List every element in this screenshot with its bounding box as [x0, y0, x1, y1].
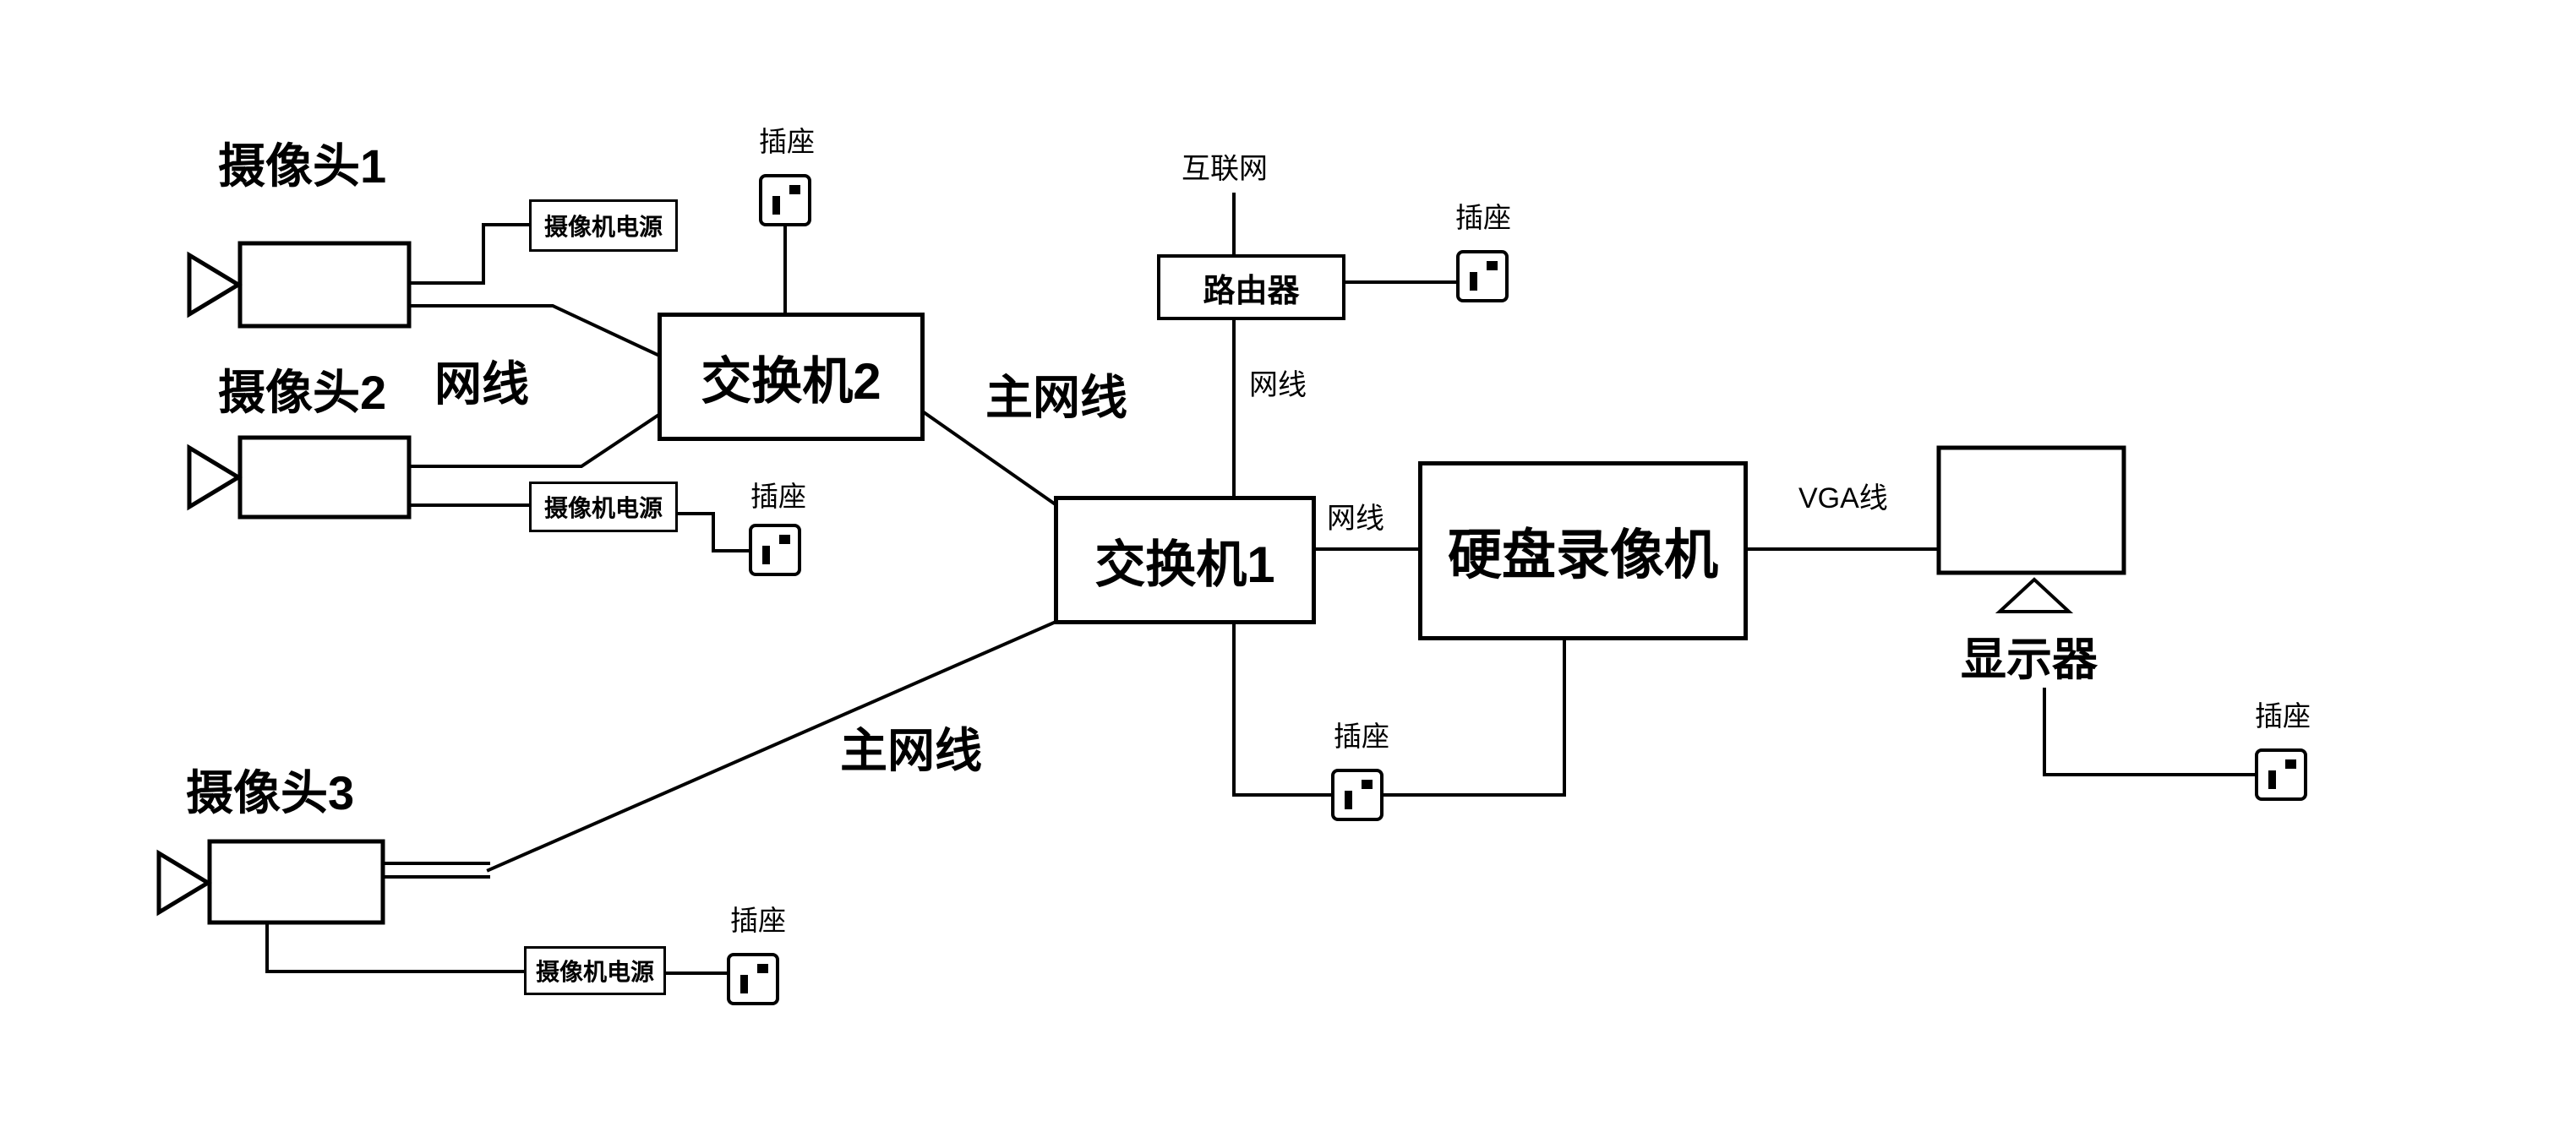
line-switch1-to-camera3	[486, 620, 1056, 873]
outlet6-label: 插座	[730, 905, 786, 936]
camera2-lens-icon	[187, 444, 243, 511]
camera3-title: 摄像头3	[186, 766, 355, 819]
vga-cable-label: VGA线	[1798, 482, 1888, 514]
main-net-cable-label-2: 主网线	[840, 724, 982, 777]
monitor-icon	[1936, 445, 2126, 613]
outlet4-icon	[1331, 769, 1384, 821]
camera2-body	[237, 435, 412, 520]
outlet3-label: 插座	[1455, 202, 1511, 233]
outlet3-icon	[1456, 250, 1509, 302]
camera3-power-label: 摄像机电源	[535, 959, 654, 985]
camera1-body	[237, 241, 412, 329]
outlet5-label: 插座	[2255, 700, 2311, 732]
internet-label: 互联网	[1182, 153, 1268, 185]
line-monitor-to-outlet5	[2043, 688, 2257, 776]
main-net-cable-label-1: 主网线	[985, 371, 1127, 424]
camera1-icon	[187, 241, 412, 329]
camera3-power-box: 摄像机电源	[524, 946, 666, 995]
outlet2-label: 插座	[750, 481, 806, 512]
outlet1-label: 插座	[759, 126, 815, 157]
line-switch2-to-switch1	[921, 410, 1059, 508]
outlet2-icon	[749, 524, 801, 576]
camera1-power-box: 摄像机电源	[529, 199, 678, 252]
line-power2-to-outlet2	[675, 512, 750, 552]
outlet1-icon	[759, 174, 811, 226]
router-label: 路由器	[1203, 273, 1300, 309]
camera3-body	[207, 839, 385, 925]
outlet6-icon	[727, 953, 779, 1005]
camera3-lens-icon	[156, 849, 212, 917]
router-box: 路由器	[1157, 254, 1345, 320]
line-camera1-to-power1	[407, 223, 531, 285]
camera1-title: 摄像头1	[218, 139, 387, 193]
camera2-power-box: 摄像机电源	[529, 482, 678, 532]
line-switch1-to-outlet4	[1232, 623, 1333, 797]
camera1-lens-icon	[187, 251, 243, 318]
net-cable-label-small-1: 网线	[1249, 369, 1307, 401]
camera2-icon	[187, 435, 412, 520]
dvr-box: 硬盘录像机	[1418, 461, 1748, 640]
monitor-title: 显示器	[1961, 634, 2098, 685]
switch2-box: 交换机2	[658, 313, 925, 441]
line-camera3-to-power3	[265, 921, 526, 973]
switch2-label: 交换机2	[701, 352, 881, 410]
dvr-label: 硬盘录像机	[1448, 525, 1718, 585]
camera2-title: 摄像头2	[218, 366, 387, 419]
camera3-icon	[156, 839, 385, 925]
line-dvr-to-outlet4	[1383, 639, 1566, 797]
camera1-power-label: 摄像机电源	[543, 214, 663, 240]
monitor-stand-icon	[1995, 577, 2074, 613]
line-camera1-to-switch2	[407, 304, 660, 357]
net-cable-label-small-2: 网线	[1327, 503, 1384, 535]
line-camera2-to-switch2	[407, 413, 660, 468]
switch1-box: 交换机1	[1054, 496, 1316, 624]
outlet4-label: 插座	[1334, 721, 1389, 752]
monitor-screen	[1936, 445, 2126, 575]
outlet5-icon	[2255, 748, 2307, 801]
switch1-label: 交换机1	[1094, 536, 1275, 593]
net-cable-label-large: 网线	[434, 357, 529, 411]
connection-lines	[265, 193, 2257, 975]
camera2-power-label: 摄像机电源	[543, 495, 663, 521]
